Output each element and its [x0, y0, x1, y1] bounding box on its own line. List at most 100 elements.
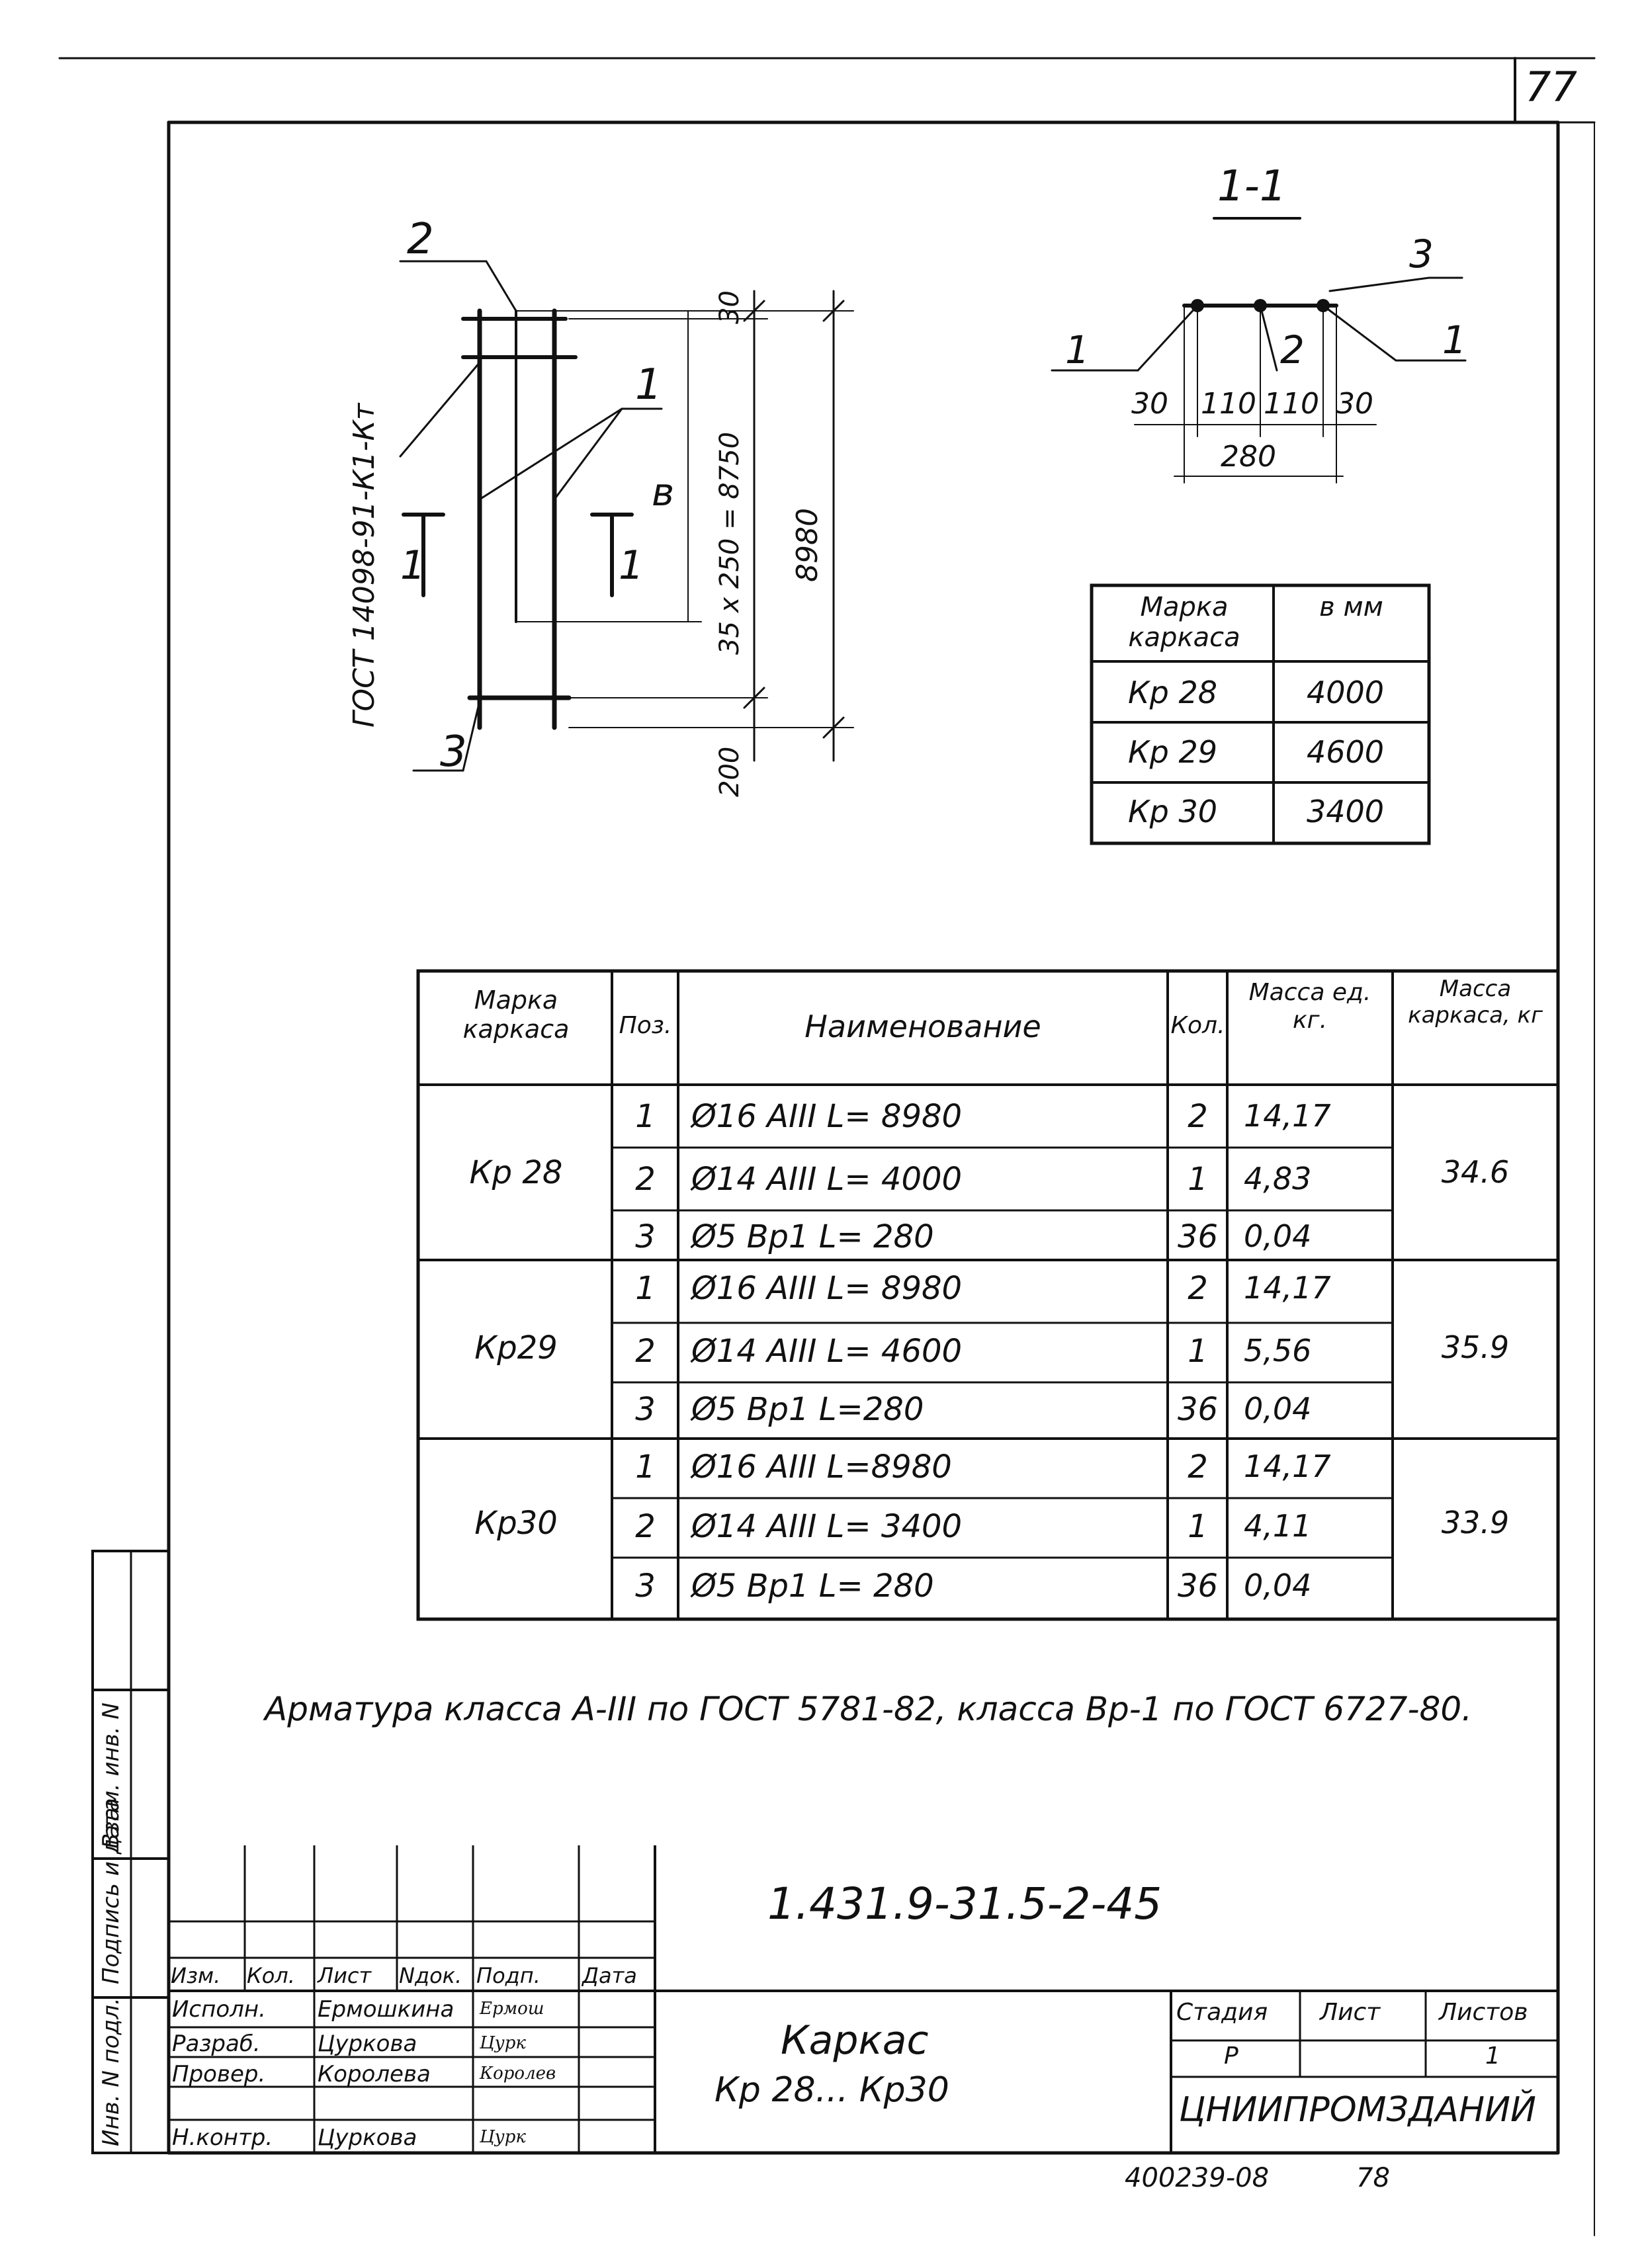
tb-signature: Цурк	[480, 2127, 526, 2147]
reinforcement-note: Арматура класса А-III по ГОСТ 5781-82, к…	[265, 1690, 1473, 1728]
section-label-2: 2	[1280, 327, 1305, 372]
spec-row-name: Ø14 АIII L= 4600	[691, 1333, 963, 1370]
spec-row-qty: 36	[1177, 1568, 1219, 1605]
spec-header-frame-mass: Масса каркаса, кг	[1408, 976, 1543, 1029]
section-dim-c: 110	[1264, 387, 1319, 421]
tb-role: Н.контр.	[172, 2124, 273, 2151]
section-title: 1-1	[1217, 162, 1287, 211]
tb-signature: Цурк	[480, 2033, 526, 2053]
tb-person: Цуркова	[318, 2124, 417, 2151]
spec-row-unit-mass: 4,11	[1244, 1508, 1312, 1544]
spec-group-mark: Кр30	[474, 1505, 558, 1542]
spec-row-qty: 36	[1177, 1218, 1219, 1255]
spec-row-unit-mass: 14,17	[1244, 1270, 1331, 1306]
side-stamp-vzam: Взам. инв. N	[98, 1702, 124, 1849]
tb-header-podp: Подп.	[476, 1963, 541, 1988]
tb-role: Исполн.	[172, 1996, 266, 2023]
spec-row-unit-mass: 14,17	[1244, 1098, 1331, 1134]
tb-header-izm: Изм.	[171, 1963, 221, 1988]
spec-row-unit-mass: 0,04	[1244, 1391, 1312, 1427]
small-table-row-mark: Кр 30	[1128, 794, 1218, 829]
spec-header-name: Наименование	[804, 1009, 1041, 1044]
drawing-code: 1.431.9-31.5-2-45	[767, 1878, 1162, 1929]
dimension-top: 30	[715, 290, 745, 324]
stage-header-listov: Листов	[1439, 1999, 1528, 2026]
tb-header-kol: Кол.	[247, 1963, 295, 1988]
tb-header-list: Лист	[318, 1963, 372, 1988]
small-table-row-b: 3400	[1307, 794, 1385, 829]
spec-row-qty: 36	[1177, 1391, 1219, 1428]
spec-row-pos: 1	[635, 1270, 656, 1307]
small-table-row-mark: Кр 28	[1128, 675, 1218, 710]
spec-row-pos: 3	[635, 1568, 656, 1605]
spec-row-pos: 2	[635, 1161, 656, 1198]
tb-header-data: Дата	[582, 1963, 637, 1988]
tb-person: Цуркова	[318, 2031, 417, 2057]
spec-row-pos: 1	[635, 1098, 656, 1135]
spec-row-name: Ø5 Вр1 L= 280	[691, 1568, 934, 1605]
organization-name: ЦНИИПРОМЗДАНИЙ	[1179, 2090, 1536, 2130]
section-label-3: 3	[1409, 231, 1434, 276]
section-label-left-1: 1	[1065, 327, 1090, 372]
small-table-header-b: в мм	[1319, 592, 1383, 622]
section-mark-left: 1	[400, 542, 426, 589]
spec-row-unit-mass: 14,17	[1244, 1449, 1331, 1484]
dimension-middle: 35 x 250 = 8750	[715, 431, 745, 655]
small-table-row-mark: Кр 29	[1128, 734, 1218, 770]
tb-role: Провер.	[172, 2061, 266, 2087]
spec-row-qty: 1	[1188, 1333, 1208, 1370]
spec-header-mark: Марка каркаса	[462, 986, 570, 1044]
spec-row-qty: 2	[1188, 1270, 1208, 1307]
small-table-row-b: 4600	[1307, 734, 1385, 770]
spec-row-pos: 3	[635, 1218, 656, 1255]
archive-number: 400239-08	[1125, 2163, 1270, 2193]
position-2-label: 2	[407, 215, 434, 264]
side-stamp-inv-podl: Инв. N подл.	[98, 1997, 124, 2146]
tb-signature: Королев	[480, 2064, 556, 2083]
spec-row-unit-mass: 0,04	[1244, 1568, 1312, 1603]
spec-row-name: Ø5 Вр1 L=280	[691, 1391, 924, 1428]
spec-row-unit-mass: 4,83	[1244, 1161, 1312, 1197]
stage-header-stadiya: Стадия	[1176, 1999, 1268, 2026]
spec-row-qty: 2	[1188, 1449, 1208, 1486]
spec-header-pos: Поз.	[619, 1012, 672, 1039]
stage-value-listov: 1	[1485, 2042, 1500, 2070]
spec-row-unit-mass: 5,56	[1244, 1333, 1312, 1368]
spec-group-mass: 33.9	[1441, 1505, 1510, 1540]
spec-row-pos: 2	[635, 1333, 656, 1370]
section-mark-right: 1	[619, 542, 644, 589]
spec-header-unit-mass: Масса ед. кг.	[1248, 979, 1371, 1034]
sheet-number: 77	[1525, 63, 1577, 111]
page-number: 78	[1356, 2163, 1390, 2193]
position-3-label: 3	[440, 728, 467, 777]
stage-value-stadiya: Р	[1224, 2042, 1238, 2070]
tb-header-ndok: Nдок.	[399, 1963, 462, 1988]
spec-header-qty: Кол.	[1170, 1012, 1225, 1039]
dimension-bottom: 200	[715, 746, 745, 797]
spec-row-name: Ø14 АIII L= 3400	[691, 1508, 963, 1545]
position-1-label: 1	[635, 360, 662, 409]
small-table-header-mark: Марка каркаса	[1128, 592, 1240, 653]
drawing-name-line2: Кр 28... Кр30	[715, 2070, 949, 2110]
spec-group-mark: Кр 28	[469, 1154, 563, 1191]
spec-group-mark: Кр29	[474, 1329, 558, 1366]
tb-role: Разраб.	[172, 2031, 261, 2057]
drawing-name-line1: Каркас	[781, 2017, 929, 2064]
section-dim-total: 280	[1221, 440, 1276, 474]
spec-row-name: Ø14 АIII L= 4000	[691, 1161, 963, 1198]
spec-row-name: Ø5 Вр1 L= 280	[691, 1218, 934, 1255]
spec-row-pos: 1	[635, 1449, 656, 1486]
section-dim-b: 110	[1201, 387, 1256, 421]
tb-person: Ермошкина	[318, 1996, 455, 2023]
spec-row-name: Ø16 АIII L= 8980	[691, 1270, 963, 1307]
spec-row-pos: 3	[635, 1391, 656, 1428]
spec-group-mass: 35.9	[1441, 1329, 1510, 1365]
tb-person: Королева	[318, 2061, 431, 2087]
spec-row-qty: 1	[1188, 1508, 1208, 1545]
spec-group-mass: 34.6	[1441, 1154, 1510, 1190]
small-table-row-b: 4000	[1307, 675, 1385, 710]
spec-row-qty: 2	[1188, 1098, 1208, 1135]
spec-row-qty: 1	[1188, 1161, 1208, 1198]
spec-row-name: Ø16 АIII L=8980	[691, 1449, 952, 1486]
